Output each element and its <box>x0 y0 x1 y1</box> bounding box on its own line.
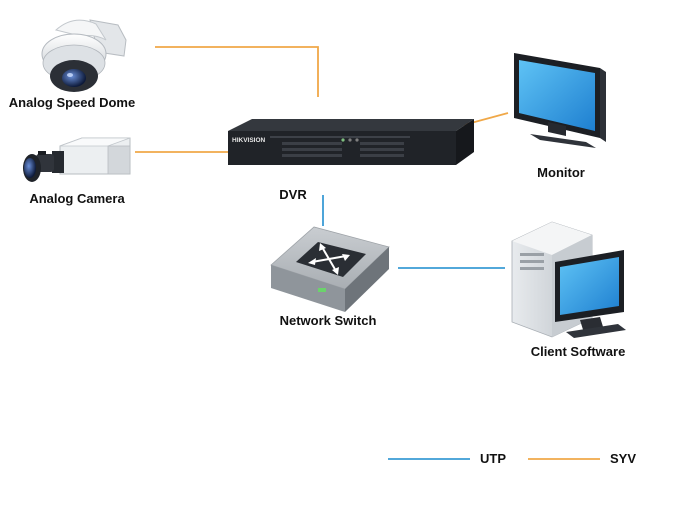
switch-label: Network Switch <box>280 313 377 328</box>
legend: UTP SYV <box>388 451 636 466</box>
box-camera-icon <box>23 137 131 182</box>
monitor-label: Monitor <box>537 165 585 180</box>
camera-label: Analog Camera <box>29 191 125 206</box>
speed-dome-label: Analog Speed Dome <box>9 95 135 110</box>
dvr-label: DVR <box>279 187 307 202</box>
link-speeddome-dvr <box>155 46 319 97</box>
client-label: Client Software <box>531 344 626 359</box>
legend-utp-label: UTP <box>480 451 506 466</box>
speed-dome-camera-icon <box>41 19 127 92</box>
legend-syv-label: SYV <box>610 451 636 466</box>
network-switch-icon <box>270 226 390 312</box>
dvr-brand-logo: HIKVISION <box>232 137 266 144</box>
desktop-computer-icon <box>511 221 626 338</box>
monitor-icon <box>514 53 606 148</box>
dvr-recorder-icon: HIKVISION <box>228 119 474 165</box>
